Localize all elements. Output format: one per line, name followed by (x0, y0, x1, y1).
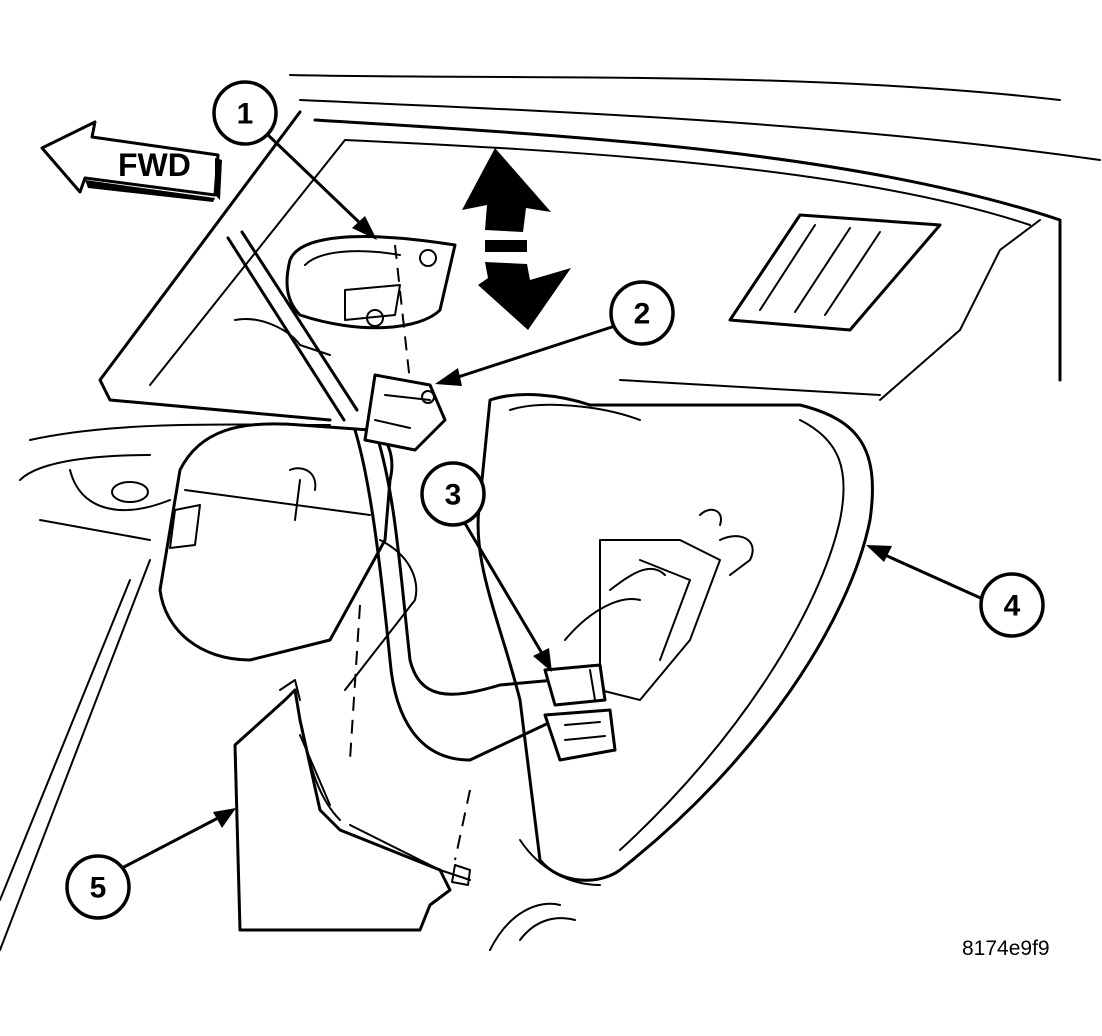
harness-connector (543, 663, 617, 762)
up-down-arrow-icon (462, 148, 571, 330)
console-housing (158, 422, 418, 691)
figure-code: 8174e9f9 (962, 937, 1050, 960)
lamp-connector (363, 373, 447, 452)
mounting-bracket (234, 235, 457, 356)
callout-4-label: 4 (1004, 590, 1021, 623)
callout-leaders (120, 133, 987, 870)
fwd-label: FWD (118, 147, 191, 183)
wiring-harness (353, 428, 666, 762)
callout-5-label: 5 (90, 872, 107, 905)
alignment-lines (349, 244, 471, 861)
callout-1: 1 (212, 80, 278, 146)
callout-3-label: 3 (445, 479, 462, 512)
wire-strap (226, 230, 359, 422)
callout-1-label: 1 (237, 98, 254, 131)
callout-5: 5 (65, 854, 131, 920)
roof-slots (619, 213, 1041, 401)
overhead-console-panel (476, 393, 874, 886)
headliner-outline (0, 74, 1101, 951)
lower-structure (489, 902, 576, 951)
callout-3: 3 (420, 461, 486, 527)
forward-direction-arrow: FWD (40, 120, 222, 202)
callout-4: 4 (979, 572, 1045, 638)
callout-2-label: 2 (634, 298, 651, 331)
callout-2: 2 (609, 280, 675, 346)
trim-bezel (233, 679, 471, 932)
